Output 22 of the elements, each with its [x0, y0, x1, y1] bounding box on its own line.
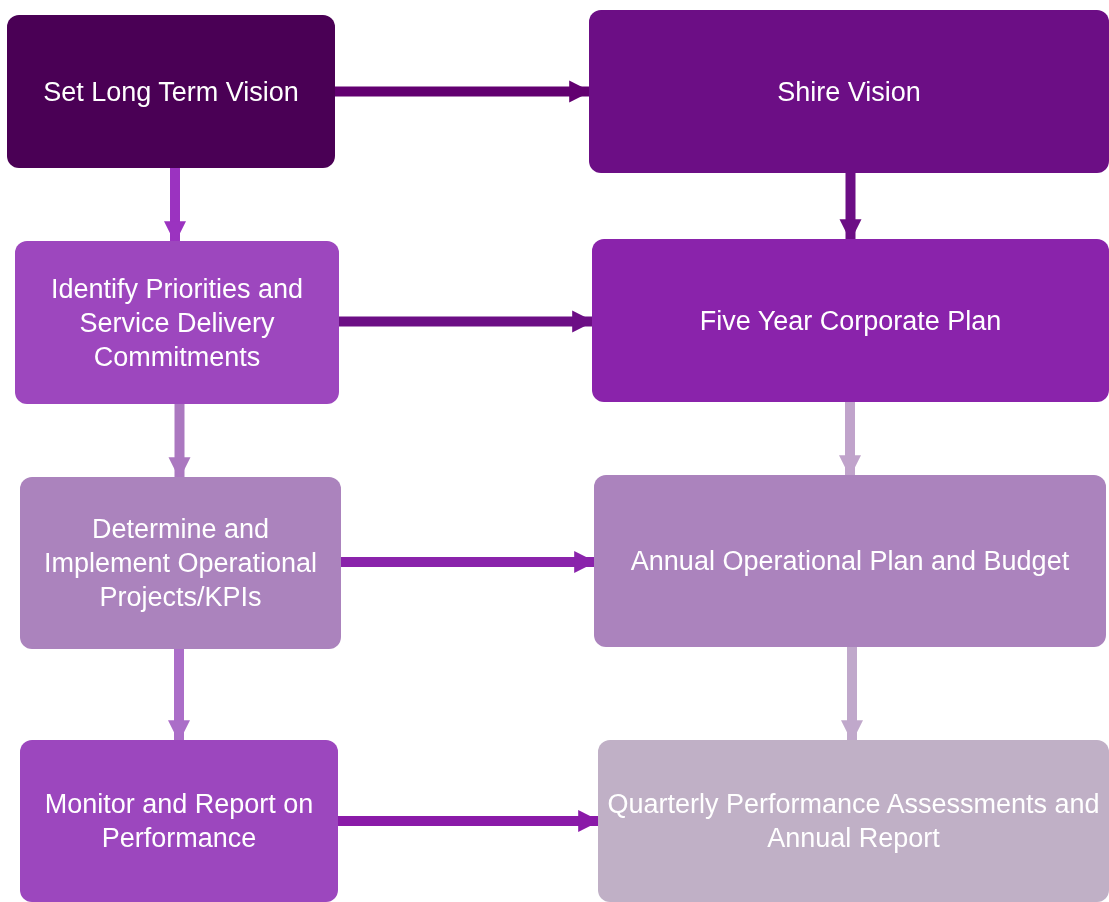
arrow: [168, 649, 190, 743]
arrow: [839, 173, 862, 242]
process-box: [20, 740, 338, 902]
box-label: Set Long Term Vision: [43, 75, 299, 109]
process-box: [589, 10, 1109, 173]
box-label: Annual Operational Plan and Budget: [630, 545, 1070, 578]
box-label: Monitor and Report on Performance: [43, 788, 315, 855]
process-box: [592, 239, 1109, 402]
box-label: Five Year Corporate Plan: [699, 304, 1002, 338]
arrow: [839, 402, 861, 478]
process-box: [20, 477, 341, 649]
process-box: [7, 15, 335, 168]
box-label: Determine and Implement Operational Projects/KPIs: [42, 513, 319, 614]
box-label: Quarterly Performance Assessments and Annual Report: [606, 788, 1101, 855]
arrow: [168, 404, 191, 480]
arrow: [841, 647, 863, 743]
process-box: [598, 740, 1109, 902]
process-box: [15, 241, 339, 404]
process-box: [594, 475, 1106, 647]
box-label: Identify Priorities and Service Delivery Commitments: [49, 272, 305, 374]
box-label: Shire Vision: [777, 75, 921, 109]
arrow: [164, 168, 186, 244]
